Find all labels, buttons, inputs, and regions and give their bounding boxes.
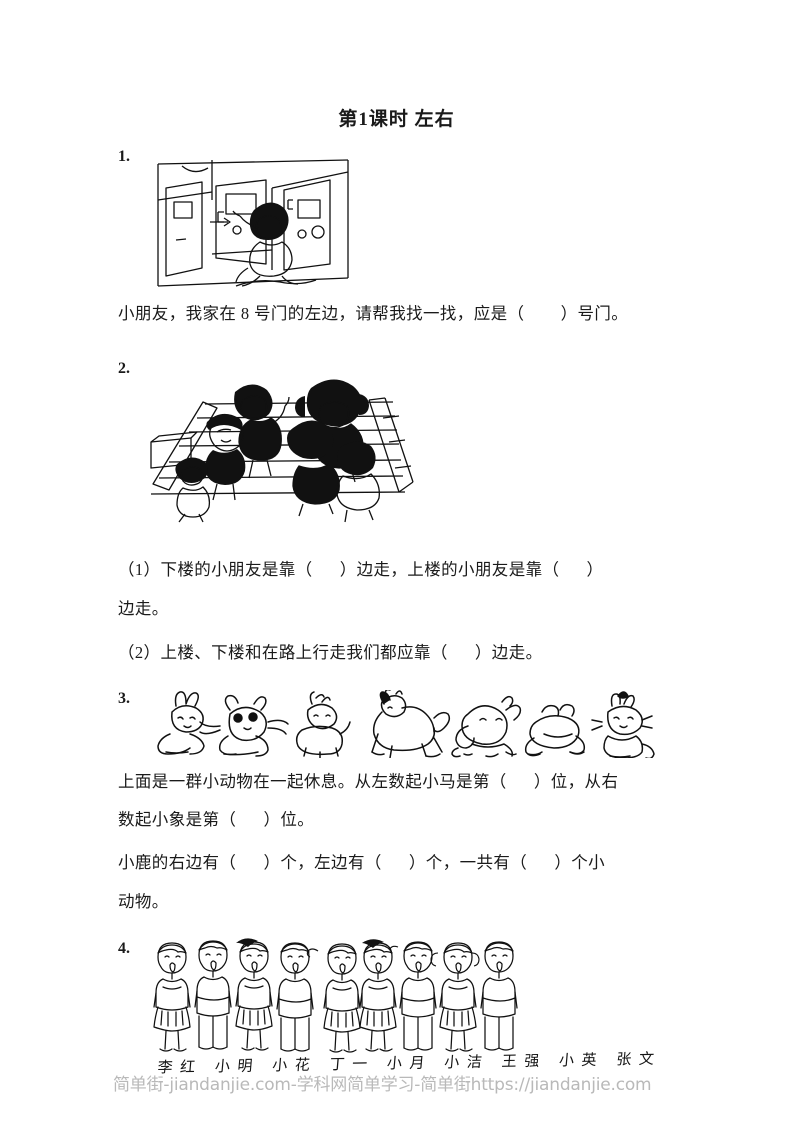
question-number-4: 4. [118,940,130,957]
children-row-illustration [150,937,535,1057]
question-3-line-4: 动物。 [118,892,169,911]
page-title: 第1课时 左右 [338,109,455,130]
question-3-line-2: 数起小象是第（ ）位。 [118,810,315,829]
question-number-1: 1. [118,148,130,165]
hallway-doors-illustration [152,158,352,293]
question-2-line-1: （1）下楼的小朋友是靠（ ）边走，上楼的小朋友是靠（ ） [118,560,604,579]
staircase-children-illustration [147,372,417,527]
question-number-3: 3. [118,690,130,707]
animals-row-illustration [150,690,655,758]
site-watermark: 简单街-jiandanjie.com-学科网简单学习-简单街https://ji… [113,1075,652,1095]
question-3-line-3: 小鹿的右边有（ ）个，左边有（ ）个，一共有（ ）个小 [118,853,606,872]
question-2-line-3: （2）上楼、下楼和在路上行走我们都应靠（ ）边走。 [118,643,543,662]
question-3-line-1: 上面是一群小动物在一起休息。从左数起小马是第（ ）位，从右 [118,772,619,791]
question-1-line-1: 小朋友，我家在 8 号门的左边，请帮我找一找，应是（ ）号门。 [118,304,629,323]
question-number-2: 2. [118,360,130,377]
question-2-line-2: 边走。 [118,599,169,618]
